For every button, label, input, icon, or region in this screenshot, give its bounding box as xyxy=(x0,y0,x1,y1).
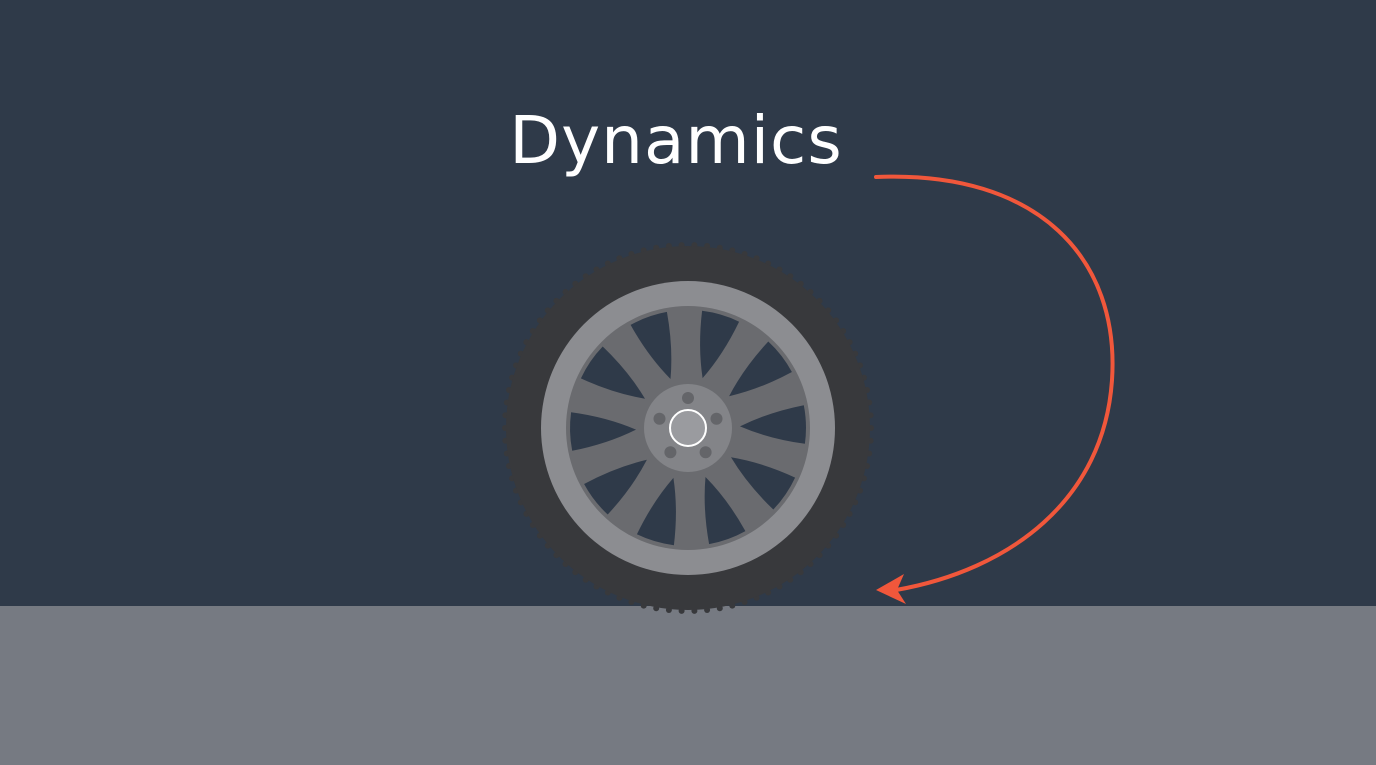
rim-opening xyxy=(630,311,672,379)
rim-opening xyxy=(700,310,740,379)
rim-openings xyxy=(570,310,806,546)
rim-opening xyxy=(570,412,636,451)
lug-nuts xyxy=(653,392,723,459)
lug-nut xyxy=(699,446,712,459)
arrow-path xyxy=(874,174,1115,592)
ground xyxy=(0,606,1376,765)
lug-nut xyxy=(664,446,677,459)
dynamics-title: Dynamics xyxy=(509,102,843,179)
lug-nut xyxy=(653,412,666,425)
arrow-head xyxy=(876,574,906,604)
center-cap xyxy=(669,409,707,447)
lug-nut xyxy=(682,392,694,404)
curved-arrow-icon xyxy=(874,174,1115,604)
rim-opening xyxy=(729,341,792,397)
wheel-icon xyxy=(502,242,874,614)
rim-opening xyxy=(636,477,676,546)
rim-opening xyxy=(704,477,746,545)
rim-opening xyxy=(731,457,796,510)
lug-nut xyxy=(710,412,723,425)
rim-opening xyxy=(740,405,806,444)
rim-opening xyxy=(584,459,647,515)
rim-opening xyxy=(580,346,645,399)
